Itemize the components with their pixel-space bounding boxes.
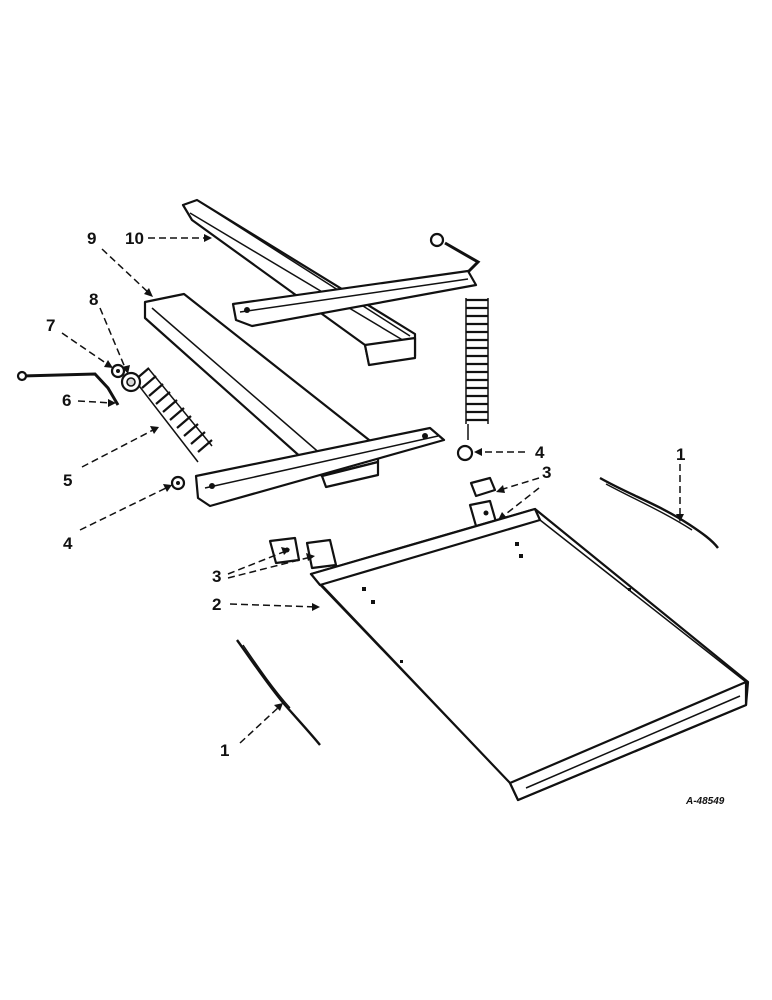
left-spring-part-5 <box>132 367 213 463</box>
label-5: 5 <box>63 471 72 490</box>
label-10: 10 <box>125 229 144 248</box>
cable-part-1-left <box>236 639 321 746</box>
rear-channel-part-10 <box>181 198 417 367</box>
washer-part-7 <box>110 363 126 379</box>
label-7: 7 <box>46 316 55 335</box>
label-6: 6 <box>62 391 71 410</box>
bushing-part-8 <box>120 371 142 393</box>
label-3-right: 3 <box>542 463 551 482</box>
label-1-left: 1 <box>220 741 229 760</box>
clip-part-4-left <box>170 475 186 491</box>
label-9: 9 <box>87 229 96 248</box>
label-8: 8 <box>89 290 98 309</box>
drawing-reference-number: A-48549 <box>685 796 725 807</box>
seat-pan-part-2 <box>309 507 750 802</box>
brackets-part-3-right <box>468 476 498 528</box>
label-3-left: 3 <box>212 567 221 586</box>
label-2: 2 <box>212 595 221 614</box>
cable-part-1-right <box>599 476 719 549</box>
label-4-right: 4 <box>535 443 545 462</box>
front-channel-part-9 <box>143 292 446 508</box>
callouts: 10 9 8 7 6 5 4 4 3 3 2 1 1 <box>46 229 685 760</box>
pin-part-6 <box>16 370 120 406</box>
leader-lines <box>61 234 684 744</box>
handle-arm <box>231 232 481 328</box>
right-spring <box>456 298 489 462</box>
label-1-right: 1 <box>676 445 685 464</box>
label-4-left: 4 <box>63 534 73 553</box>
